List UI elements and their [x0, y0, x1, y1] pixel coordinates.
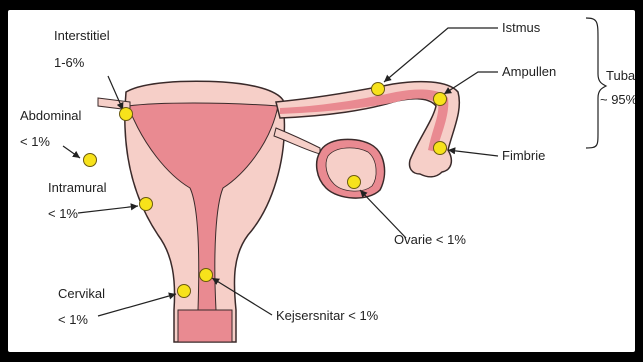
marker-intramural — [140, 198, 153, 211]
uterus-diagram: Interstitiel 1-6% Abdominal < 1% Intramu… — [8, 10, 635, 352]
arrow-istmus — [384, 28, 498, 82]
label-intramural: Intramural — [48, 180, 107, 195]
label-interstitiel: Interstitiel — [54, 28, 110, 43]
arrow-intramural — [78, 206, 138, 213]
marker-abdominal — [84, 154, 97, 167]
label-intramural-pct: < 1% — [48, 206, 78, 221]
marker-cervikal — [178, 285, 191, 298]
label-cervikal: Cervikal — [58, 286, 105, 301]
label-interstitiel-pct: 1-6% — [54, 55, 85, 70]
label-kejsersnitar: Kejsersnitar < 1% — [276, 308, 379, 323]
arrow-fimbrie — [448, 150, 498, 156]
label-abdominal-pct: < 1% — [20, 134, 50, 149]
label-fimbrie: Fimbrie — [502, 148, 545, 163]
label-cervikal-pct: < 1% — [58, 312, 88, 327]
tubar-bracket — [586, 18, 606, 148]
marker-kejsersnitar — [200, 269, 213, 282]
marker-ampullen — [434, 93, 447, 106]
diagram-panel: Interstitiel 1-6% Abdominal < 1% Intramu… — [8, 10, 635, 352]
marker-istmus — [372, 83, 385, 96]
label-tubar: Tubar — [606, 68, 635, 83]
arrow-ovarie — [360, 190, 406, 238]
arrow-cervikal — [98, 294, 176, 316]
label-ampullen: Ampullen — [502, 64, 556, 79]
marker-fimbrie — [434, 142, 447, 155]
label-ovarie: Ovarie < 1% — [394, 232, 466, 247]
cervix-canal — [178, 310, 232, 342]
label-tubar-pct: ~ 95% — [600, 92, 635, 107]
label-abdominal: Abdominal — [20, 108, 82, 123]
marker-interstitiel — [120, 108, 133, 121]
marker-ovarie — [348, 176, 361, 189]
label-istmus: Istmus — [502, 20, 541, 35]
arrow-abdominal — [63, 146, 80, 158]
